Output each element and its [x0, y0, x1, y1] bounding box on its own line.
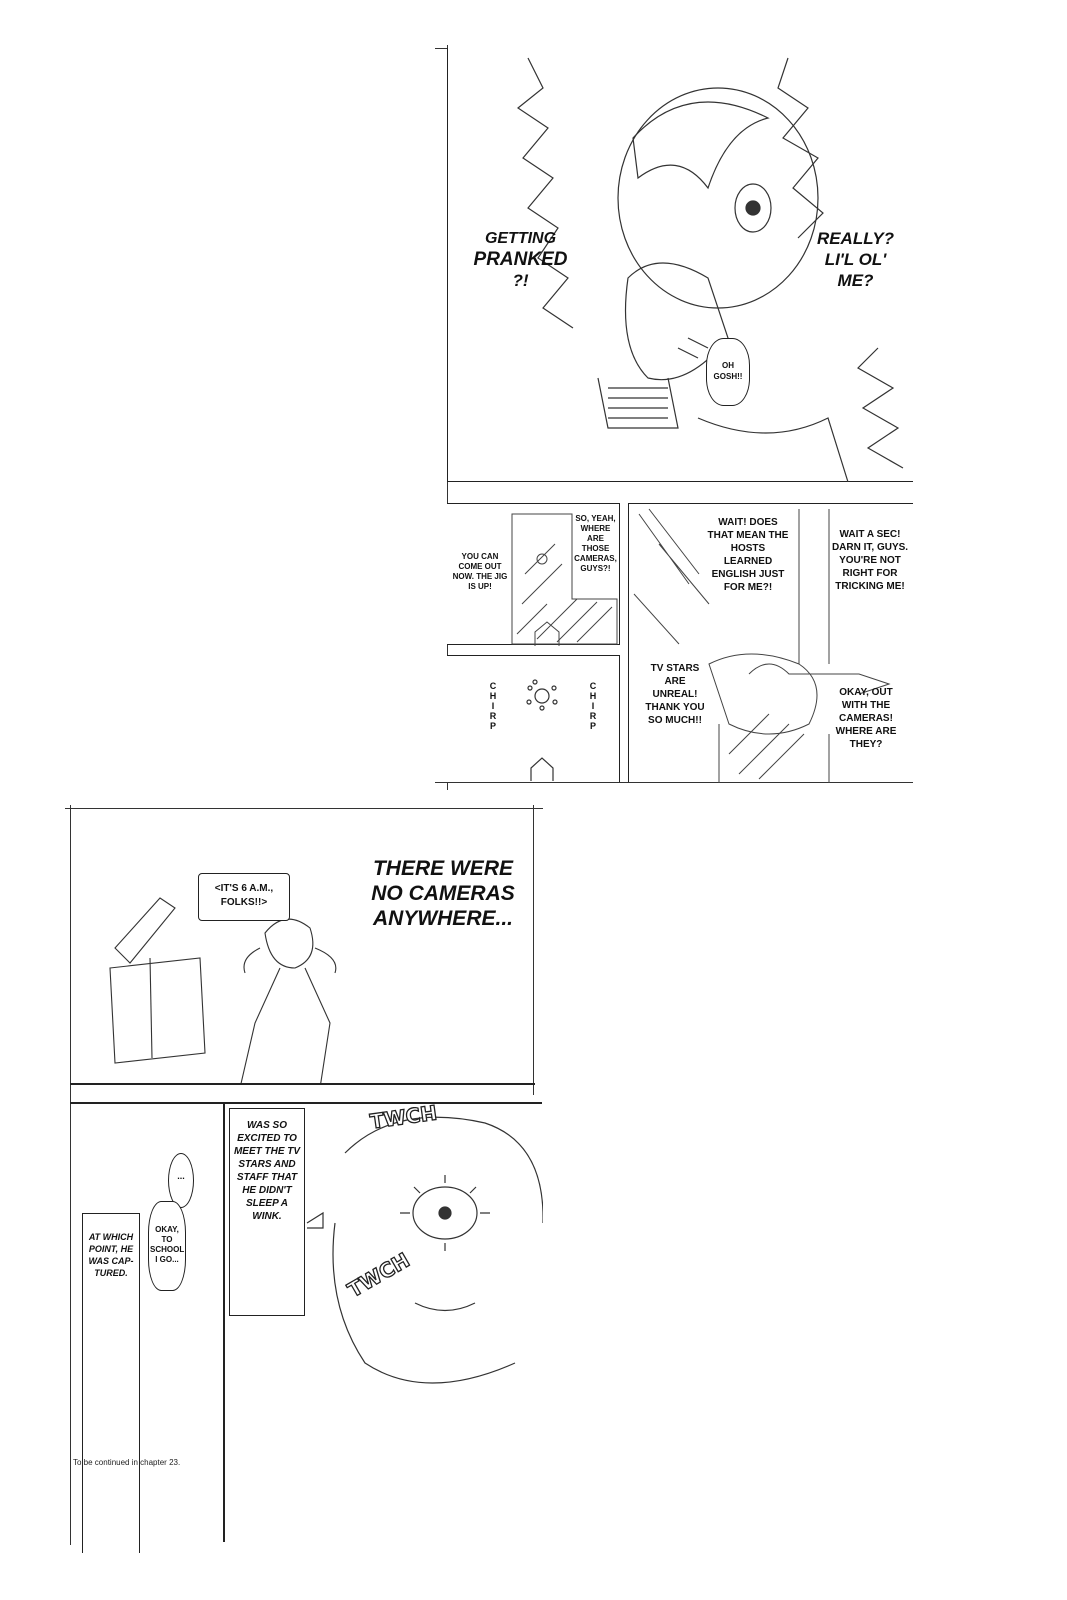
sfx-chirp-left-text: CHIRP — [488, 681, 498, 731]
sfx-chirp-right: CHIRP — [587, 681, 598, 734]
speech-tv-stars: TV STARS ARE UNREAL! THANK YOU SO MUCH!! — [645, 663, 705, 726]
narration-exclaim: ?! — [512, 271, 529, 290]
manga-page-2: <IT'S 6 A.M., FOLKS!!> THERE WERE NO CAM… — [65, 805, 545, 1553]
room-sketch — [109, 897, 337, 1083]
speech-out-with-cameras: OKAY, OUT WITH THE CAMERAS! WHERE ARE TH… — [835, 687, 897, 750]
excited-caption-box — [229, 1108, 305, 1316]
panel-window-house: YOU CAN COME OUT NOW. THE JIG IS UP! SO,… — [447, 503, 620, 646]
school-speech-bubble — [148, 1201, 186, 1291]
caption-come-out: YOU CAN COME OUT NOW. THE JIG IS UP! — [452, 552, 508, 591]
panel-twitching-eye: WAS SO EXCITED TO MEET THE TV STARS AND … — [225, 1100, 543, 1543]
panel-excited-boy: WAIT! DOES THAT MEAN THE HOSTS LEARNED E… — [628, 503, 913, 783]
thought-me: ME? — [837, 271, 874, 290]
boy-sketch — [633, 508, 891, 783]
panel-divider — [70, 1102, 542, 1104]
speech-wait-a-sec: WAIT A SEC! DARN IT, GUYS. YOU'RE NOT RI… — [831, 529, 909, 592]
page-trim-line — [533, 805, 534, 1095]
ellipsis-text: ... — [177, 1171, 185, 1181]
tv-speech-text: <IT'S 6 A.M., FOLKS!!> — [214, 883, 274, 908]
sfx-chirp-right-text: CHIRP — [588, 681, 598, 731]
narration-getting: GETTING — [484, 230, 557, 247]
window-sketch — [511, 513, 618, 646]
panel-divider — [223, 1102, 225, 1542]
narration-no-cameras: THERE WERE NO CAMERAS ANYWHERE... — [371, 857, 515, 930]
face-sketch — [516, 57, 904, 482]
narration-pranked: PRANKED — [473, 249, 568, 270]
captured-caption-box — [82, 1213, 140, 1553]
excited-caption-text: WAS SO EXCITED TO MEET THE TV STARS AND … — [233, 1120, 301, 1222]
page-trim-line — [435, 782, 913, 783]
tv-speech-bubble — [198, 873, 290, 921]
speech-bubble-oh-gosh — [706, 338, 750, 406]
panel-surprised-face: GETTING PRANKED ?! REALLY? LI'L OL' ME? … — [447, 48, 913, 482]
thought-really: REALLY? — [816, 229, 895, 248]
eye-sketch — [306, 1116, 543, 1384]
page-trim-line — [65, 808, 543, 809]
panel-school: ... OKAY, TO SCHOOL I GO... AT WHICH POI… — [70, 1103, 223, 1553]
speech-oh-gosh: OH GOSH!! — [713, 361, 743, 381]
sun-sketch — [526, 679, 558, 781]
manga-page-1: GETTING PRANKED ?! REALLY? LI'L OL' ME? … — [435, 45, 915, 790]
ellipsis-bubble — [168, 1153, 194, 1208]
sfx-chirp-left: CHIRP — [487, 681, 498, 734]
panel-lying-on-floor: <IT'S 6 A.M., FOLKS!!> THERE WERE NO CAM… — [70, 808, 533, 1083]
thought-lil-ol: LI'L OL' — [824, 250, 887, 269]
continued-footer: To be continued in chapter 23. — [73, 1458, 181, 1467]
speech-hosts-english: WAIT! DOES THAT MEAN THE HOSTS LEARNED E… — [707, 517, 789, 593]
page-trim-line — [70, 805, 71, 1545]
panel-divider — [70, 1083, 535, 1085]
caption-where-cameras: SO, YEAH, WHERE ARE THOSE CAMERAS, GUYS?… — [574, 514, 617, 573]
panel-sun-chirp: CHIRP CHIRP — [447, 655, 620, 782]
captured-caption-text: AT WHICH POINT, HE WAS CAP-TURED. — [88, 1232, 134, 1278]
school-speech-text: OKAY, TO SCHOOL I GO... — [150, 1225, 185, 1264]
